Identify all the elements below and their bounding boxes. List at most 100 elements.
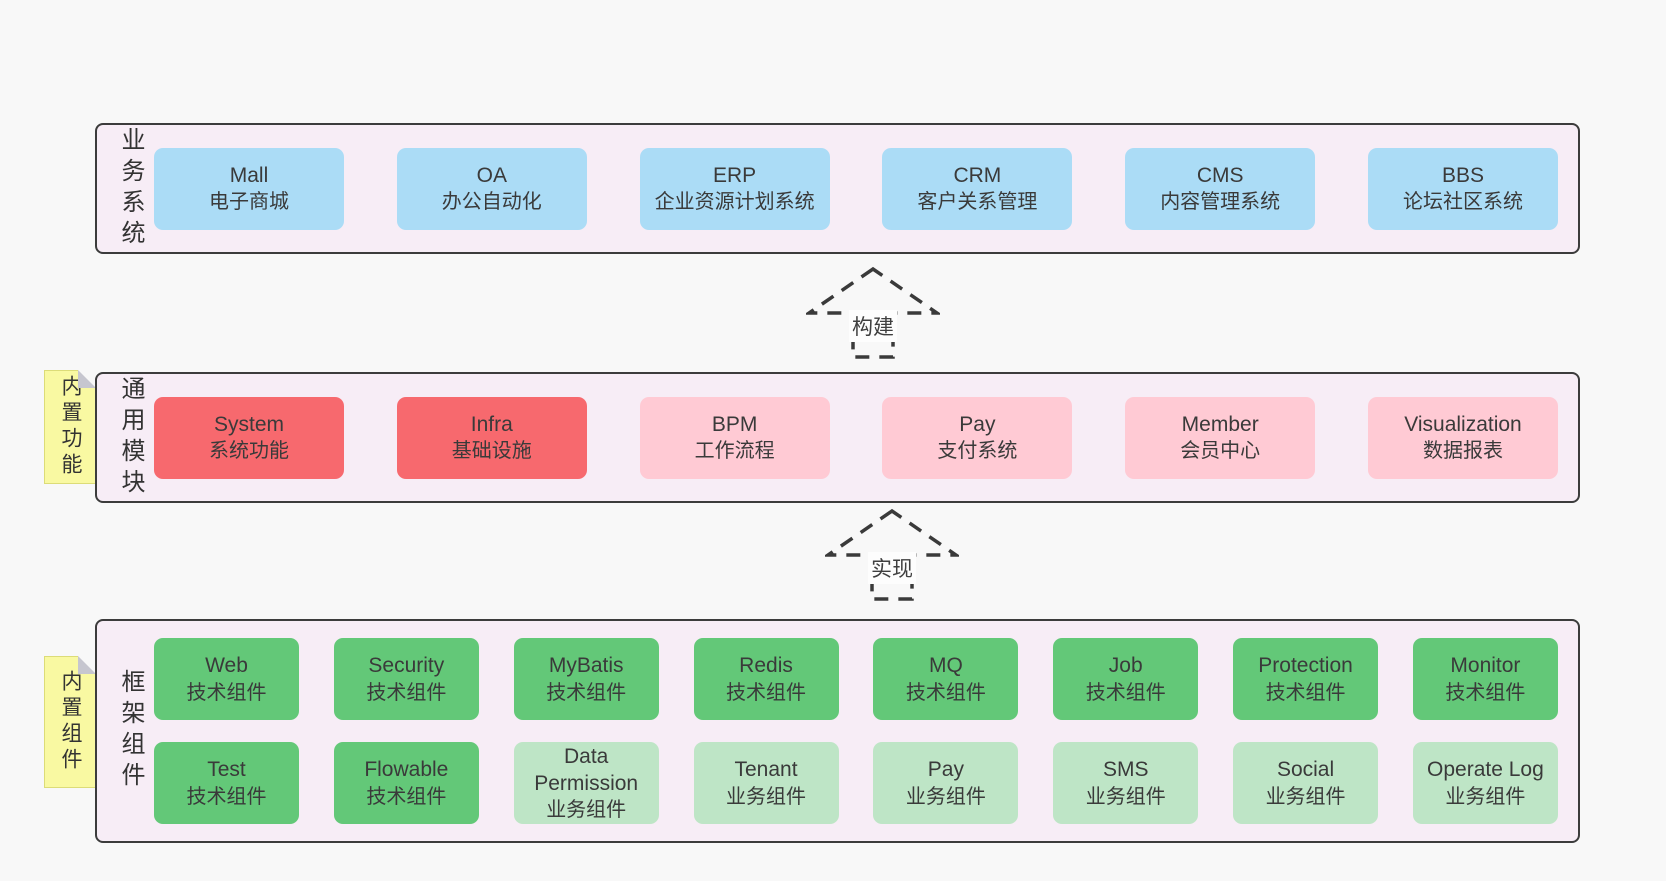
implement-arrow-icon: 实现 [825,506,959,604]
box-subtitle: 业务组件 [1265,785,1346,808]
box-title: OA [476,163,507,187]
box-subtitle: 基础设施 [451,440,532,463]
box-mybatis: MyBatis 技术组件 [513,638,659,720]
box-title: ERP [713,163,757,187]
box-title: Redis [739,654,793,678]
box-subtitle: 技术组件 [905,681,986,704]
box-subtitle: 业务组件 [905,785,986,808]
box-test: Test 技术组件 [154,742,299,824]
box-subtitle: 技术组件 [726,681,807,704]
box-subtitle: 技术组件 [1085,681,1166,704]
box-subtitle: 会员中心 [1180,440,1261,463]
box-subtitle: 技术组件 [186,681,267,704]
box-subtitle: 支付系统 [937,440,1018,463]
box-title: BPM [711,412,758,436]
arrow-label: 构建 [849,309,897,342]
panel-side-label: 框架组件 [117,669,144,793]
box-title: CRM [953,163,1002,187]
box-subtitle: 数据报表 [1422,440,1503,463]
box-member: Member 会员中心 [1125,396,1316,479]
box-subtitle: 技术组件 [1265,681,1346,704]
box-cms: CMS 内容管理系统 [1125,147,1316,230]
common-modules-panel: 通用模块 System 系统功能 Infra 基础设施 BPM 工作流程 Pay 支付系统 Me… [95,372,1580,503]
arrow-label: 实现 [868,551,916,584]
box-title: Mall [229,163,269,187]
box-data-permission: Data Permission 业务组件 [513,742,659,824]
box-infra: Infra 基础设施 [396,396,587,479]
panel-side-label: 通用模块 [117,375,144,500]
box-subtitle: 内容管理系统 [1160,191,1281,214]
box-subtitle: 技术组件 [1445,681,1526,704]
box-subtitle: 业务组件 [1445,785,1526,808]
box-title: Pay [959,412,996,436]
box-title: Member [1181,412,1259,436]
box-title: CMS [1196,163,1244,187]
built-in-features-tab: 内置功能 [44,370,96,484]
box-title: Web [205,654,248,678]
box-title: Protection [1258,654,1353,678]
box-visualization: Visualization 数据报表 [1367,396,1558,479]
box-mq: MQ 技术组件 [873,638,1019,720]
box-subtitle: 技术组件 [186,785,267,808]
box-title: Monitor [1450,654,1521,678]
box-subtitle: 业务组件 [1085,785,1166,808]
box-subtitle: 系统功能 [209,440,289,463]
box-tenant: Tenant 业务组件 [693,742,839,824]
folded-corner-icon [78,370,96,388]
box-title: Visualization [1404,412,1522,436]
tab-label: 内置功能 [59,375,82,479]
box-subtitle: 技术组件 [546,681,627,704]
box-pay: Pay 业务组件 [873,742,1019,824]
box-title: MQ [928,654,963,678]
box-subtitle: 企业资源计划系统 [654,191,815,214]
box-subtitle: 客户关系管理 [917,191,1038,214]
box-subtitle: 技术组件 [366,681,447,704]
box-title: Test [207,758,246,782]
box-title: Data Permission [534,744,639,795]
box-subtitle: 工作流程 [694,440,775,463]
box-flowable: Flowable 技术组件 [333,742,479,824]
box-title: Tenant [734,758,798,782]
box-erp: ERP 企业资源计划系统 [639,147,830,230]
build-arrow-icon: 构建 [806,264,940,362]
box-protection: Protection 技术组件 [1233,638,1379,720]
box-redis: Redis 技术组件 [693,638,839,720]
box-system: System 系统功能 [154,396,344,479]
box-bbs: BBS 论坛社区系统 [1367,147,1558,230]
box-crm: CRM 客户关系管理 [882,147,1073,230]
box-subtitle: 办公自动化 [441,191,542,214]
box-subtitle: 论坛社区系统 [1402,191,1523,214]
box-title: Pay [927,758,964,782]
box-subtitle: 技术组件 [366,785,447,808]
box-title: System [213,412,284,436]
box-title: Social [1276,758,1335,782]
built-in-components-tab: 内置组件 [44,656,96,788]
box-subtitle: 业务组件 [546,799,627,822]
box-web: Web 技术组件 [154,638,299,720]
folded-corner-icon [78,656,96,674]
box-bpm: BPM 工作流程 [639,396,830,479]
box-subtitle: 业务组件 [726,785,807,808]
box-title: Infra [470,412,513,436]
box-title: MyBatis [548,654,624,678]
box-title: Flowable [364,758,449,782]
box-title: Operate Log [1427,758,1544,782]
box-row: System 系统功能 Infra 基础设施 BPM 工作流程 Pay 支付系统 Member 会… [154,396,1558,479]
tab-label: 内置组件 [59,670,82,774]
box-social: Social 业务组件 [1233,742,1379,824]
box-oa: OA 办公自动化 [396,147,587,230]
box-pay: Pay 支付系统 [882,396,1073,479]
box-title: BBS [1441,163,1484,187]
panel-side-label: 业务系统 [117,126,144,251]
